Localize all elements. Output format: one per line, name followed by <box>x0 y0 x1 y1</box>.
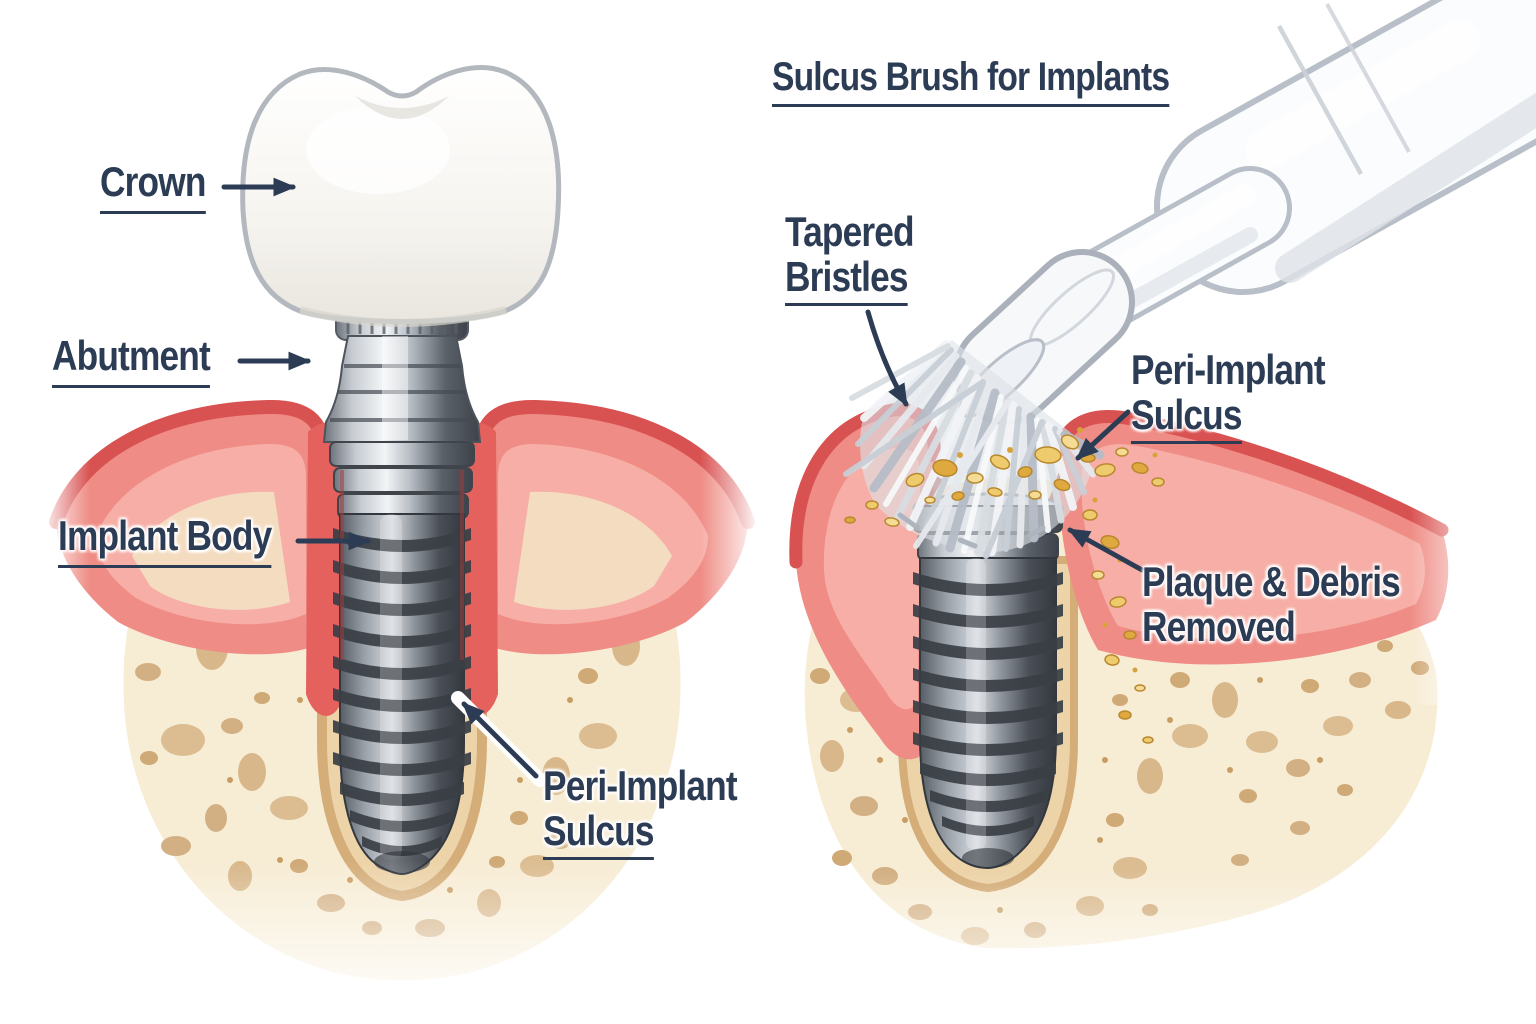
sulcus-crevice-lines-left <box>340 470 464 660</box>
annotation-arrows <box>221 177 1145 787</box>
gum-left-panel <box>49 399 755 716</box>
implant-left <box>240 65 562 876</box>
plaque-debris-particles <box>844 427 1165 744</box>
brush-handle <box>1154 0 1536 295</box>
implant-body-screw <box>333 513 471 876</box>
tapered-bristles-arrow <box>865 309 909 407</box>
crown <box>240 65 562 327</box>
peri-implant-sulcus-left-arrow <box>461 701 539 779</box>
sulcus-brush-diagram <box>789 0 1536 1020</box>
peri-implant-sulcus-right-arrow <box>1075 409 1131 461</box>
implant-neck-rings <box>329 441 475 519</box>
plaque-debris-arrow <box>1067 527 1145 573</box>
abutment <box>322 335 482 443</box>
left-implant-diagram <box>40 65 770 1020</box>
